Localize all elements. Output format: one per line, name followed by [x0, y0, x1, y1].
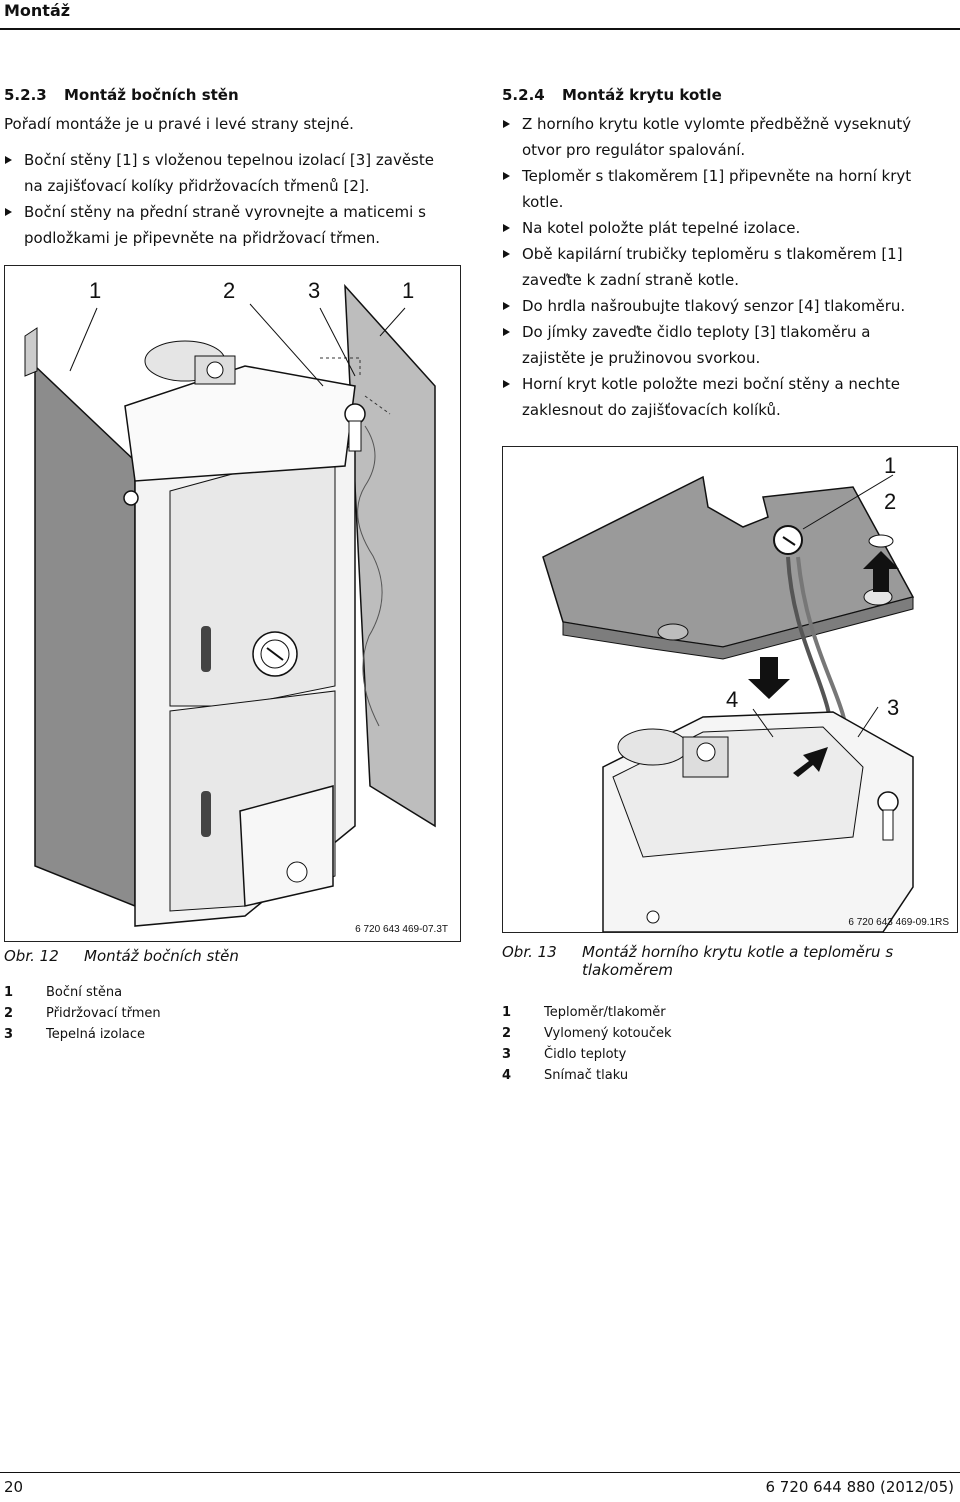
down-arrow-shape: [748, 657, 790, 699]
figure-13-cover-assembly: 1 2 4 3 6 720 643 469-09.1RS: [502, 446, 958, 933]
lower-handle-shape: [201, 791, 211, 837]
list-item: Teploměr s tlakoměrem [1] připevněte na …: [502, 163, 952, 215]
section-title: Montáž krytu kotle: [562, 86, 722, 104]
bullet-triangle-icon: [5, 156, 12, 164]
section-title: Montáž bočních stěn: [64, 86, 239, 104]
section-number: 5.2.4: [502, 86, 545, 104]
bullet-triangle-icon: [503, 380, 510, 388]
list-item: Z horního krytu kotle vylomte předběžně …: [502, 111, 952, 163]
left-instruction-list: Boční stěny [1] s vloženou tepelnou izol…: [4, 147, 474, 251]
inspection-cover-shape: [239, 785, 334, 907]
document-code: 6 720 644 880 (2012/05): [765, 1478, 954, 1496]
callout-3: 3: [308, 278, 321, 303]
bullet-triangle-icon: [503, 172, 510, 180]
section-heading-5-2-4: 5.2.4 Montáž krytu kotle: [502, 86, 722, 104]
figure-code: 6 720 643 469-07.3T: [355, 924, 448, 935]
figure-13-caption: Obr. 13 Montáž horního krytu kotle a tepl…: [502, 943, 942, 979]
section-intro: Pořadí montáže je u pravé i levé strany …: [4, 115, 354, 133]
callout-3: 3: [887, 695, 900, 720]
bullet-triangle-icon: [503, 328, 510, 336]
caption-label: Obr. 12: [4, 947, 59, 965]
page-number: 20: [4, 1478, 24, 1496]
bullet-triangle-icon: [503, 224, 510, 232]
callout-2: 2: [884, 489, 897, 514]
boiler-side-wall-illustration: [24, 283, 436, 927]
boiler-cover-illustration: [542, 474, 915, 932]
list-item: Horní kryt kotle položte mezi boční stěn…: [502, 371, 952, 423]
list-item: Do hrdla našroubujte tlakový senzor [4] …: [502, 293, 952, 319]
bullet-triangle-icon: [5, 208, 12, 216]
list-item: Do jímky zaveďte čidlo teploty [3] tlako…: [502, 319, 952, 371]
figure-12-caption: Obr. 12 Montáž bočních stěn: [4, 947, 239, 965]
callout-4: 4: [726, 687, 739, 712]
list-item: Na kotel položte plát tepelné izolace.: [502, 215, 952, 241]
callout-1-right: 1: [402, 278, 415, 303]
callout-1-left: 1: [89, 278, 102, 303]
up-arrow-shape: [863, 551, 899, 592]
section-number: 5.2.3: [4, 86, 47, 104]
caption-text-2: tlakoměrem: [582, 961, 673, 979]
header-divider: [0, 28, 960, 30]
right-side-wall-shape: [344, 283, 436, 828]
list-item: Boční stěny [1] s vloženou tepelnou izol…: [4, 147, 474, 199]
list-item: Boční stěny na přední straně vyrovnejte …: [4, 199, 474, 251]
page-header-title: Montáž: [4, 1, 71, 20]
figure-12-side-walls: 1 2 3 1 6 720 643 469-07.3T: [4, 265, 461, 942]
bullet-triangle-icon: [503, 120, 510, 128]
upper-handle-shape: [201, 626, 211, 672]
boiler-upper-door-shape: [169, 445, 336, 707]
callout-2: 2: [223, 278, 236, 303]
bullet-triangle-icon: [503, 302, 510, 310]
caption-text-1: Montáž horního krytu kotle a teploměru s: [582, 943, 894, 961]
caption-label: Obr. 13: [502, 943, 557, 961]
callout-1: 1: [884, 453, 897, 478]
left-side-wall-shape: [34, 364, 136, 908]
caption-text: Montáž bočních stěn: [84, 947, 239, 965]
figure-code: 6 720 643 469-09.1RS: [848, 917, 949, 928]
left-wall-bracket-shape: [24, 327, 38, 377]
section-heading-5-2-3: 5.2.3 Montáž bočních stěn: [4, 86, 239, 104]
right-instruction-list: Z horního krytu kotle vylomte předběžně …: [502, 111, 952, 423]
bullet-triangle-icon: [503, 250, 510, 258]
footer-divider: [0, 1472, 960, 1473]
list-item: Obě kapilární trubičky teploměru s tlako…: [502, 241, 952, 293]
